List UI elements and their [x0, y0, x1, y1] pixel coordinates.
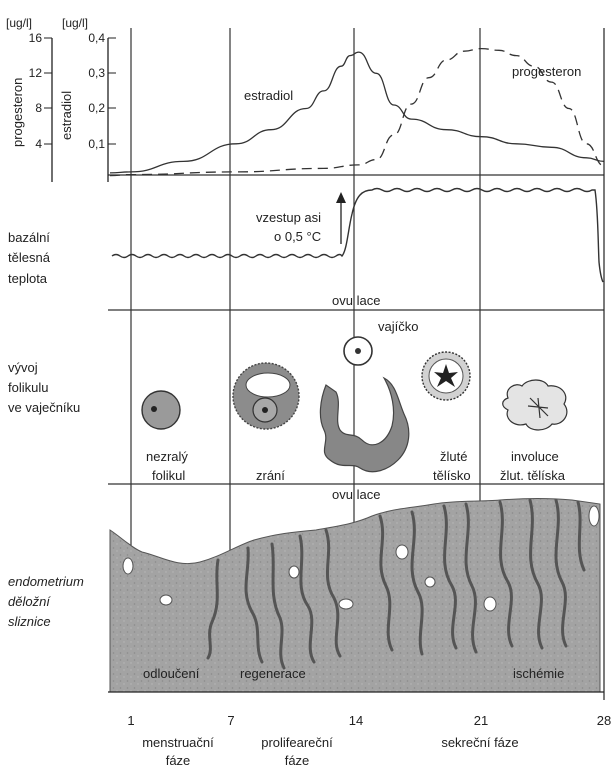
progesterone-axis: [ug/l] 16 12 8 4 progesteron	[6, 16, 52, 182]
cycle-phase-labels: menstruační fáze prolifeareční fáze sekr…	[142, 735, 518, 768]
rise-arrow-icon	[336, 192, 346, 244]
immature-follicle-illustration	[142, 391, 180, 429]
lacuna	[484, 597, 496, 611]
immature-follicle-label: folikul	[152, 468, 185, 483]
ischemia-label: ischémie	[513, 666, 564, 681]
maturing-follicle-illustration	[233, 363, 299, 429]
follicle-row-label: vývoj folikulu ve vaječníku	[8, 360, 80, 415]
ovulation-label-top: ovu lace	[332, 293, 380, 308]
temperature-label-line: tělesná	[8, 250, 51, 265]
involuting-corpus-luteum-illustration	[503, 380, 567, 430]
involution-label: involuce	[511, 449, 559, 464]
progesterone-tick-label: 4	[35, 137, 42, 151]
progesterone-curve-label: progesteron	[512, 64, 581, 79]
ruptured-follicle-illustration	[320, 378, 408, 472]
estradiol-tick-label: 0,4	[88, 31, 105, 45]
menstrual-phase-label: menstruační	[142, 735, 214, 750]
follicle-label-line: ve vaječníku	[8, 400, 80, 415]
estradiol-unit: [ug/l]	[62, 16, 88, 30]
shedding-label: odloučení	[143, 666, 200, 681]
progesterone-tick-label: 12	[29, 66, 43, 80]
rise-note-line: vzestup asi	[256, 210, 321, 225]
temperature-rise-note: vzestup asi o 0,5 °C	[256, 210, 321, 244]
progesterone-tick-label: 8	[35, 101, 42, 115]
endometrium-row-label: endometrium děložní sliznice	[8, 574, 84, 629]
lacuna	[123, 558, 133, 574]
egg-illustration	[344, 337, 372, 365]
estradiol-curve-label: estradiol	[244, 88, 293, 103]
endometrium-label-line: sliznice	[8, 614, 51, 629]
regeneration-label: regenerace	[240, 666, 306, 681]
lacuna	[160, 595, 172, 605]
progesterone-tick-label: 16	[29, 31, 43, 45]
temperature-label-line: teplota	[8, 271, 48, 286]
endometrium-tissue	[110, 499, 600, 693]
estradiol-tick-label: 0,2	[88, 101, 105, 115]
lacuna	[396, 545, 408, 559]
day-tick-label: 7	[227, 713, 234, 728]
progesterone-axis-label: progesteron	[10, 78, 25, 147]
corpus-luteum-label: tělísko	[433, 468, 471, 483]
ovulation-label-bottom: ovu lace	[332, 487, 380, 502]
day-tick-label: 21	[474, 713, 488, 728]
lacuna	[589, 506, 599, 526]
follicle-label-line: folikulu	[8, 380, 48, 395]
endometrium-label-line: endometrium	[8, 574, 84, 589]
menstrual-phase-label: fáze	[166, 753, 191, 768]
egg-label: vajíčko	[378, 319, 418, 334]
proliferative-phase-label: fáze	[285, 753, 310, 768]
proliferative-phase-label: prolifeareční	[261, 735, 333, 750]
lacuna	[289, 566, 299, 578]
follicle-label-line: vývoj	[8, 360, 38, 375]
immature-follicle-label: nezralý	[146, 449, 188, 464]
estradiol-axis: [ug/l] 0,4 0,3 0,2 0,1 estradiol	[59, 16, 116, 182]
estradiol-tick-label: 0,1	[88, 137, 105, 151]
day-tick-label: 14	[349, 713, 363, 728]
secretory-phase-label: sekreční fáze	[441, 735, 518, 750]
rise-note-line: o 0,5 °C	[274, 229, 321, 244]
basal-temperature-curve	[112, 189, 603, 283]
temperature-row-label: bazální tělesná teplota	[8, 230, 51, 286]
progesterone-unit: [ug/l]	[6, 16, 32, 30]
estradiol-axis-label: estradiol	[59, 91, 74, 140]
endometrium-label-line: děložní	[8, 594, 51, 609]
day-tick-label: 1	[127, 713, 134, 728]
involution-label: žlut. tělíska	[500, 468, 566, 483]
maturing-label: zrání	[256, 468, 285, 483]
estradiol-tick-label: 0,3	[88, 66, 105, 80]
lacuna	[425, 577, 435, 587]
corpus-luteum-illustration	[422, 352, 470, 400]
day-tick-label: 28	[597, 713, 611, 728]
temperature-label-line: bazální	[8, 230, 50, 245]
lacuna	[339, 599, 353, 609]
corpus-luteum-label: žluté	[440, 449, 467, 464]
